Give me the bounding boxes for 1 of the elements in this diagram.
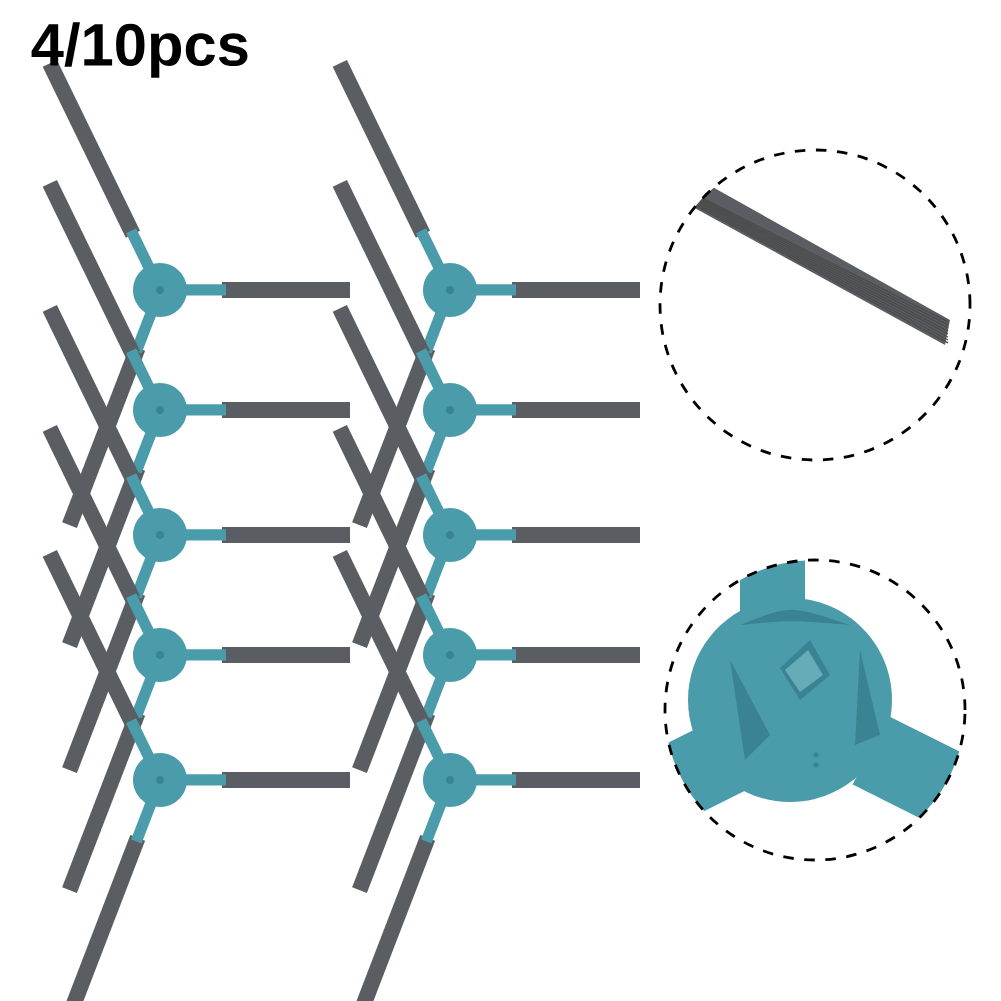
title: 4/10pcs [31,22,248,78]
